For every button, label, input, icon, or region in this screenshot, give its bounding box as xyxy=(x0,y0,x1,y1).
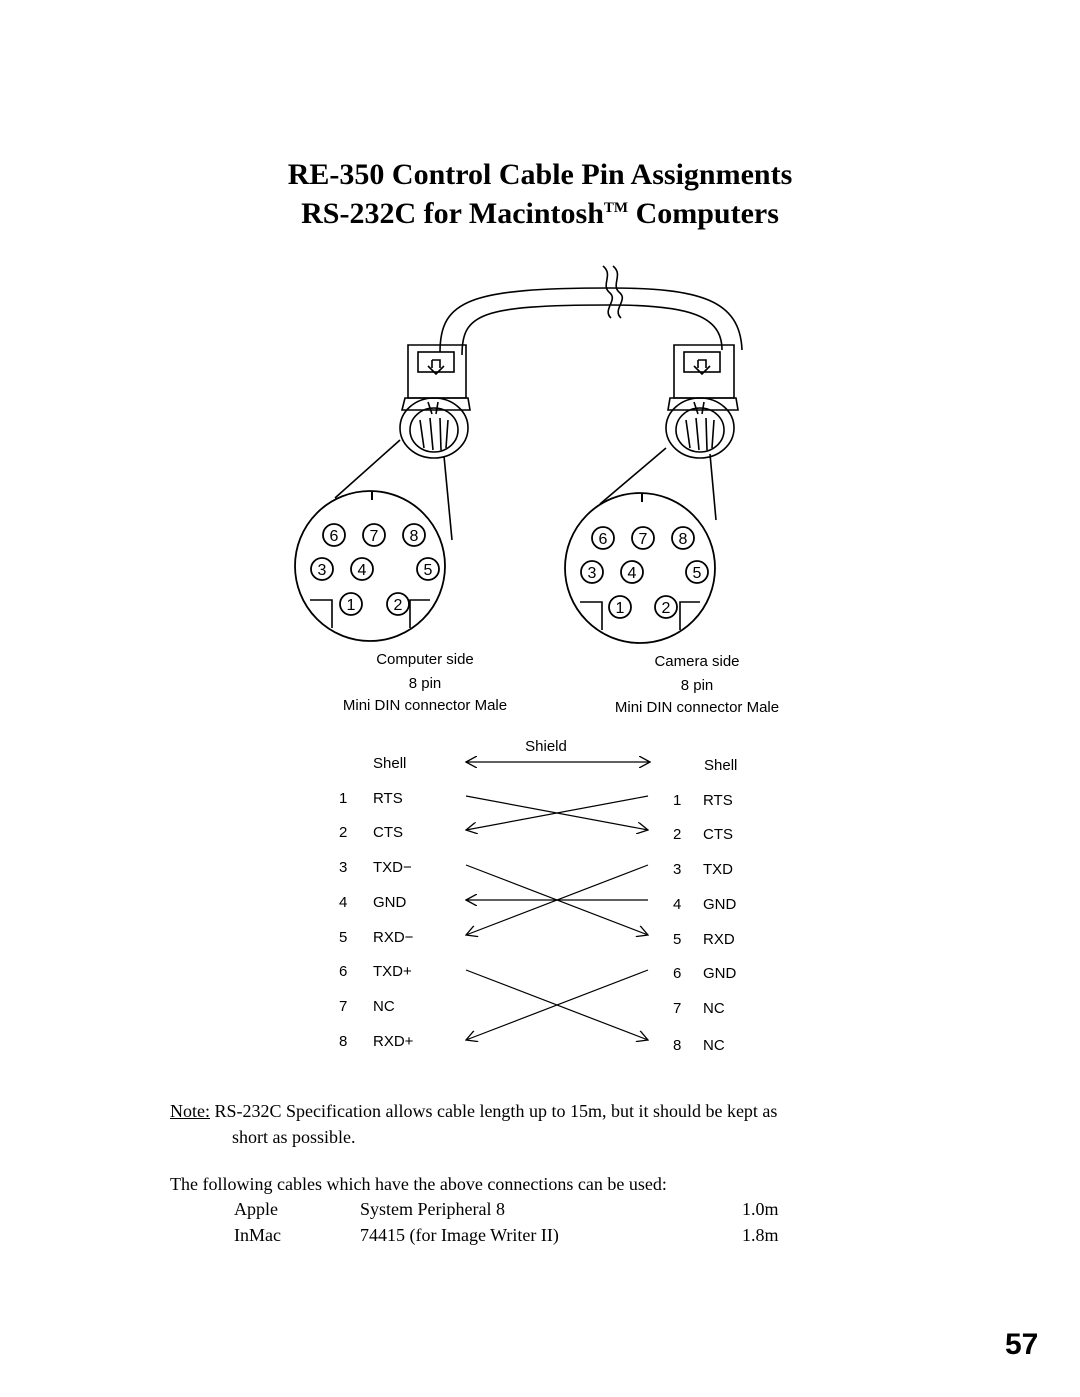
camera-pin-4: 4 xyxy=(628,565,637,582)
left-pin-name: RXD− xyxy=(373,929,414,946)
note-paragraph: Note: RS-232C Specification allows cable… xyxy=(170,1098,950,1150)
cable-model: 74415 (for Image Writer II) xyxy=(360,1225,559,1245)
camera-pin-6: 6 xyxy=(599,531,608,548)
note-label: Note: xyxy=(170,1101,210,1121)
wiring-lines xyxy=(466,762,650,1040)
left-pin-name: TXD+ xyxy=(373,963,412,980)
computer-pin-8: 8 xyxy=(410,528,419,545)
computer-caption-2: 8 pin xyxy=(409,675,442,692)
left-pin-name: CTS xyxy=(373,824,403,841)
cables-intro: The following cables which have the abov… xyxy=(170,1174,667,1194)
camera-pin-8: 8 xyxy=(679,531,688,548)
computer-pin-7: 7 xyxy=(370,528,379,545)
camera-pin-1: 1 xyxy=(616,600,625,617)
left-pin-name: RTS xyxy=(373,790,403,807)
wire-rxd-plus xyxy=(466,969,649,1040)
camera-pin-7: 7 xyxy=(639,531,648,548)
subtitle-text: RS-232C for Macintosh xyxy=(301,197,604,230)
cable-maker: InMac xyxy=(234,1225,281,1245)
note-text-1: RS-232C Specification allows cable lengt… xyxy=(214,1101,778,1121)
right-pin-name: TXD xyxy=(703,861,733,878)
wire-rts-cts-return xyxy=(466,795,649,830)
left-pin-name: NC xyxy=(373,998,395,1015)
computer-caption-3: Mini DIN connector Male xyxy=(343,697,507,714)
page-title: RE-350 Control Cable Pin Assignments xyxy=(0,158,1080,192)
page-subtitle: RS-232C for MacintoshTM Computers xyxy=(0,197,1080,231)
left-pin-num: 1 xyxy=(339,790,347,807)
right-pin-name: Shell xyxy=(704,757,737,774)
trademark-mark: TM xyxy=(603,200,629,216)
computer-pin-2: 2 xyxy=(394,597,403,614)
right-pin-name: RTS xyxy=(703,792,733,809)
right-pin-num: 8 xyxy=(673,1037,681,1054)
right-pin-num: 5 xyxy=(673,931,681,948)
computer-plug-drawing xyxy=(334,344,471,541)
left-pin-name: TXD− xyxy=(373,859,412,876)
right-pin-name: RXD xyxy=(703,931,735,948)
computer-pin-4: 4 xyxy=(358,562,367,579)
subtitle-text-end: Computers xyxy=(635,197,779,230)
camera-plug-drawing xyxy=(599,344,739,521)
cable-model: System Peripheral 8 xyxy=(360,1199,505,1219)
shield-label: Shield xyxy=(525,738,567,755)
left-pin-name: RXD+ xyxy=(373,1033,414,1050)
right-pin-num: 2 xyxy=(673,826,681,843)
cable-maker: Apple xyxy=(234,1199,278,1219)
title-line-1: RE-350 Control Cable Pin Assignments xyxy=(287,158,793,191)
camera-pin-3: 3 xyxy=(588,565,597,582)
left-pin-num: 8 xyxy=(339,1033,347,1050)
cable-drawing xyxy=(439,265,743,356)
camera-caption-3: Mini DIN connector Male xyxy=(615,699,779,716)
left-pin-num: 3 xyxy=(339,859,347,876)
computer-pin-5: 5 xyxy=(424,562,433,579)
camera-caption-2: 8 pin xyxy=(681,677,714,694)
computer-pin-1: 1 xyxy=(347,597,356,614)
camera-connector-face: 6 7 8 3 4 5 1 2 xyxy=(564,492,716,644)
right-pin-name: NC xyxy=(703,1000,725,1017)
left-pin-num: 4 xyxy=(339,894,347,911)
computer-pin-3: 3 xyxy=(318,562,327,579)
cable-length: 1.0m xyxy=(742,1199,779,1219)
camera-pin-5: 5 xyxy=(693,565,702,582)
camera-caption-1: Camera side xyxy=(654,653,739,670)
computer-caption-1: Computer side xyxy=(376,651,474,668)
left-pin-name: GND xyxy=(373,894,407,911)
right-pin-name: NC xyxy=(703,1037,725,1054)
computer-pin-6: 6 xyxy=(330,528,339,545)
left-pin-num: 7 xyxy=(339,998,347,1015)
right-pin-num: 1 xyxy=(673,792,681,809)
right-pin-name: CTS xyxy=(703,826,733,843)
right-pin-num: 7 xyxy=(673,1000,681,1017)
right-pin-num: 6 xyxy=(673,965,681,982)
left-pin-name: Shell xyxy=(373,755,406,772)
right-pin-name: GND xyxy=(703,965,737,982)
left-pin-num: 6 xyxy=(339,963,347,980)
computer-connector-face: 6 7 8 3 4 5 1 2 xyxy=(294,490,446,642)
right-pin-num: 3 xyxy=(673,861,681,878)
note-text-2: short as possible. xyxy=(232,1127,356,1147)
cable-length: 1.8m xyxy=(742,1225,779,1245)
camera-pin-2: 2 xyxy=(662,600,671,617)
left-pin-num: 5 xyxy=(339,929,347,946)
page-number: 57 xyxy=(1005,1328,1039,1361)
right-pin-name: GND xyxy=(703,896,737,913)
right-pin-num: 4 xyxy=(673,896,681,913)
left-pin-num: 2 xyxy=(339,824,347,841)
